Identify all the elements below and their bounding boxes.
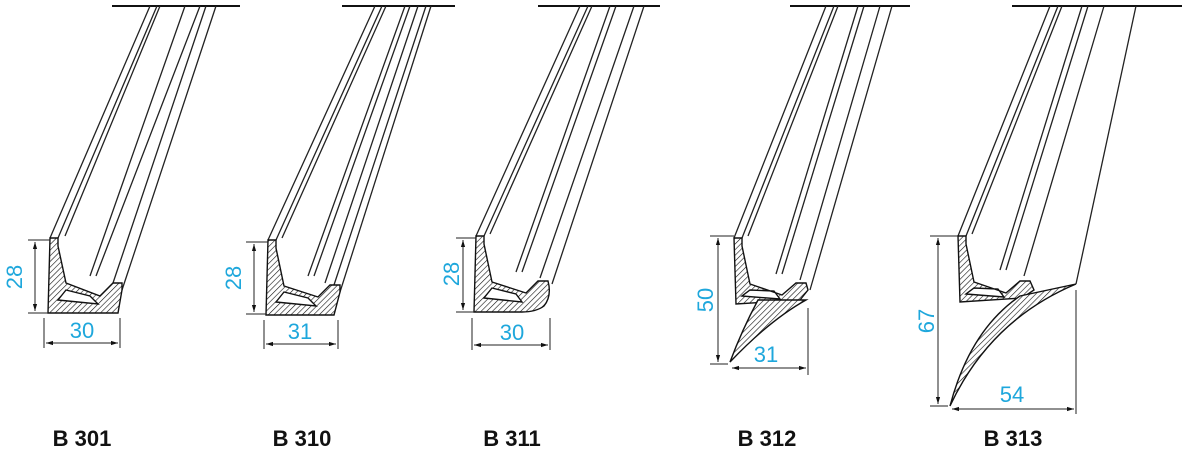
dimension-height-b310: 28 [221,241,268,315]
product-code-b301: B 301 [53,426,112,451]
width-label-b311: 30 [500,320,524,345]
profile-b313-section [957,235,1035,303]
profile-b311-body [475,5,645,285]
width-label-b312: 31 [754,342,778,367]
dimension-height-b312: 50 [693,235,734,365]
profile-b312-lip [729,299,809,363]
profile-b310-body [267,5,432,293]
dimension-height-b301: 28 [2,239,50,314]
profile-b310-section [265,239,341,316]
dimension-width-b311: 30 [471,318,551,350]
height-label-b311: 28 [439,262,464,286]
profile-b312: 50 31 B 312 [693,5,910,451]
profile-b312-section [733,237,809,305]
width-label-b301: 30 [70,318,94,343]
product-code-b313: B 313 [984,426,1043,451]
height-label-b310: 28 [221,266,246,290]
product-code-b311: B 311 [483,426,541,451]
width-label-b313: 54 [1000,382,1024,407]
dimension-width-b312: 31 [732,308,809,375]
profile-b301: 28 30 B 301 [2,5,240,451]
profile-b313: 67 54 B 313 [914,5,1182,451]
dimension-height-b311: 28 [439,237,476,313]
dimension-width-b301: 30 [43,318,121,348]
dimension-width-b310: 31 [263,319,339,349]
profile-b311-section [473,235,551,313]
product-code-b312: B 312 [738,426,797,451]
product-code-b310: B 310 [273,426,332,451]
dimension-height-b313: 67 [914,235,958,407]
height-label-b313: 67 [914,309,939,333]
height-label-b312: 50 [693,288,718,312]
dimension-width-b313: 54 [952,290,1077,414]
profile-b311: 28 30 B 311 [439,5,660,451]
profile-b312-body [733,5,893,291]
profile-b313-lip [949,283,1077,407]
profile-b301-section [47,237,123,314]
profile-b313-body [957,5,1137,285]
profile-b310: 28 31 B 310 [221,5,455,451]
profile-b301-body [49,5,217,291]
height-label-b301: 28 [2,265,27,289]
width-label-b310: 31 [288,319,312,344]
